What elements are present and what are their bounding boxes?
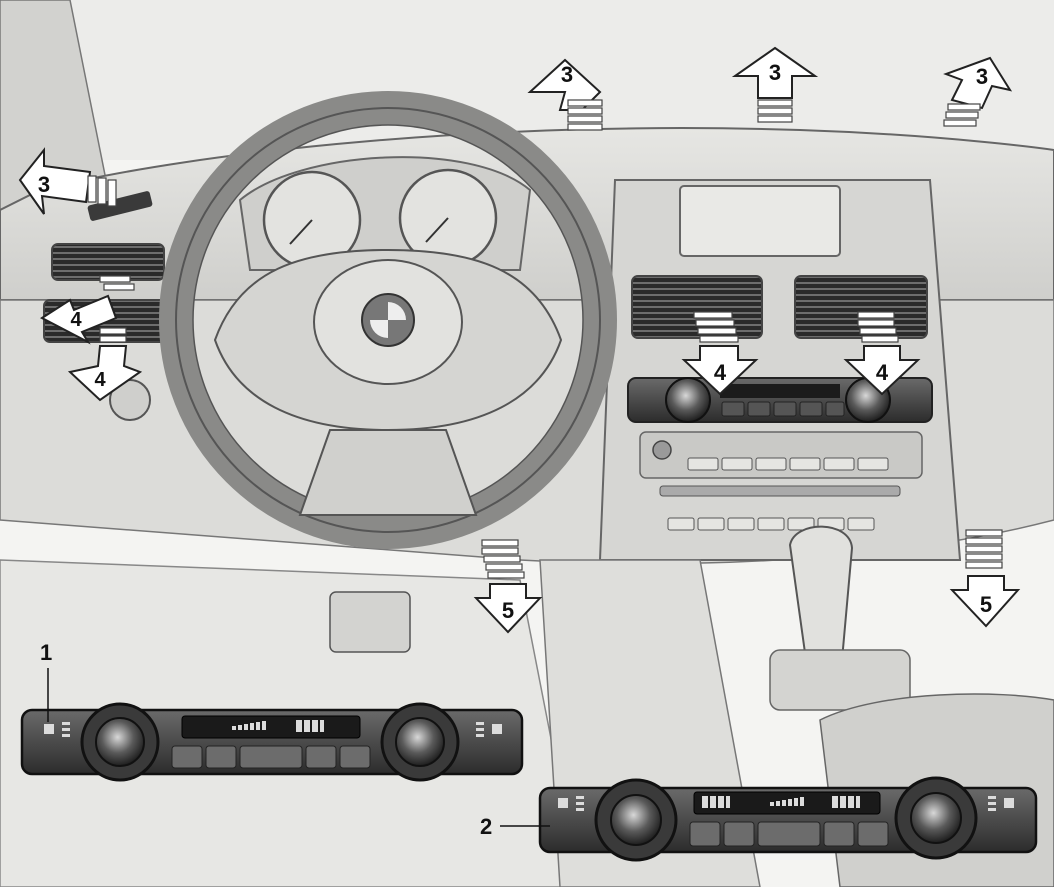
panel-2-knob-right-inner bbox=[910, 792, 962, 844]
windshield-airflow-arrow bbox=[731, 46, 819, 123]
arrow-4-label-side-upper: 4 bbox=[70, 309, 82, 331]
arrow-4-label-side-lower: 4 bbox=[94, 369, 106, 391]
lower-switch-row bbox=[667, 517, 875, 531]
radio-buttons bbox=[687, 457, 889, 471]
arrow-5-label-left: 5 bbox=[502, 598, 514, 623]
windshield-airflow-arrow bbox=[527, 58, 603, 131]
dash-vent-airflow-arrow bbox=[40, 275, 135, 345]
dash-climate-buttons bbox=[721, 401, 845, 417]
tachometer-needle bbox=[425, 217, 449, 243]
dash-vent-airflow-arrow bbox=[67, 327, 143, 402]
panel-1-knob-left-inner bbox=[95, 717, 145, 767]
radio-knob bbox=[652, 440, 672, 460]
side-vent-upper bbox=[51, 243, 165, 281]
arrow-4-label-center-left: 4 bbox=[714, 360, 727, 385]
windshield-airflow-arrow bbox=[943, 56, 1013, 127]
defrost-outlet-left bbox=[87, 191, 153, 221]
arrow-5-label-right: 5 bbox=[980, 592, 992, 617]
arrow-3-label-side: 3 bbox=[38, 172, 50, 197]
arrow-3-label-left: 3 bbox=[561, 62, 573, 87]
center-vent-left bbox=[631, 275, 763, 339]
dash-vent-airflow-arrow bbox=[843, 311, 921, 396]
speedometer-needle bbox=[289, 219, 313, 245]
bmw-logo-quarters bbox=[370, 302, 406, 338]
arrow-4-label-center-right: 4 bbox=[876, 360, 889, 385]
dash-vent-airflow-arrow bbox=[681, 311, 759, 396]
shifter-base bbox=[769, 649, 911, 711]
footwell-airflow-arrow bbox=[949, 529, 1021, 628]
radio-panel bbox=[639, 431, 923, 479]
dash-climate-display bbox=[720, 384, 840, 398]
panel-1-knob-right-inner bbox=[395, 717, 445, 767]
side-window-airflow-arrow bbox=[18, 147, 117, 215]
gear-shifter bbox=[788, 525, 854, 661]
footwell-airflow-arrow bbox=[473, 539, 543, 634]
dash-knob-left bbox=[665, 377, 711, 423]
panel-2-knob-left-inner bbox=[610, 794, 662, 846]
cd-slot bbox=[659, 485, 901, 497]
arrow-3-label-right: 3 bbox=[976, 64, 988, 89]
arrow-3-label-center: 3 bbox=[769, 60, 781, 85]
callout-2-label: 2 bbox=[480, 814, 492, 839]
brake-pedal bbox=[329, 591, 411, 653]
navigation-display bbox=[679, 185, 841, 257]
callout-1-label: 1 bbox=[40, 640, 52, 665]
